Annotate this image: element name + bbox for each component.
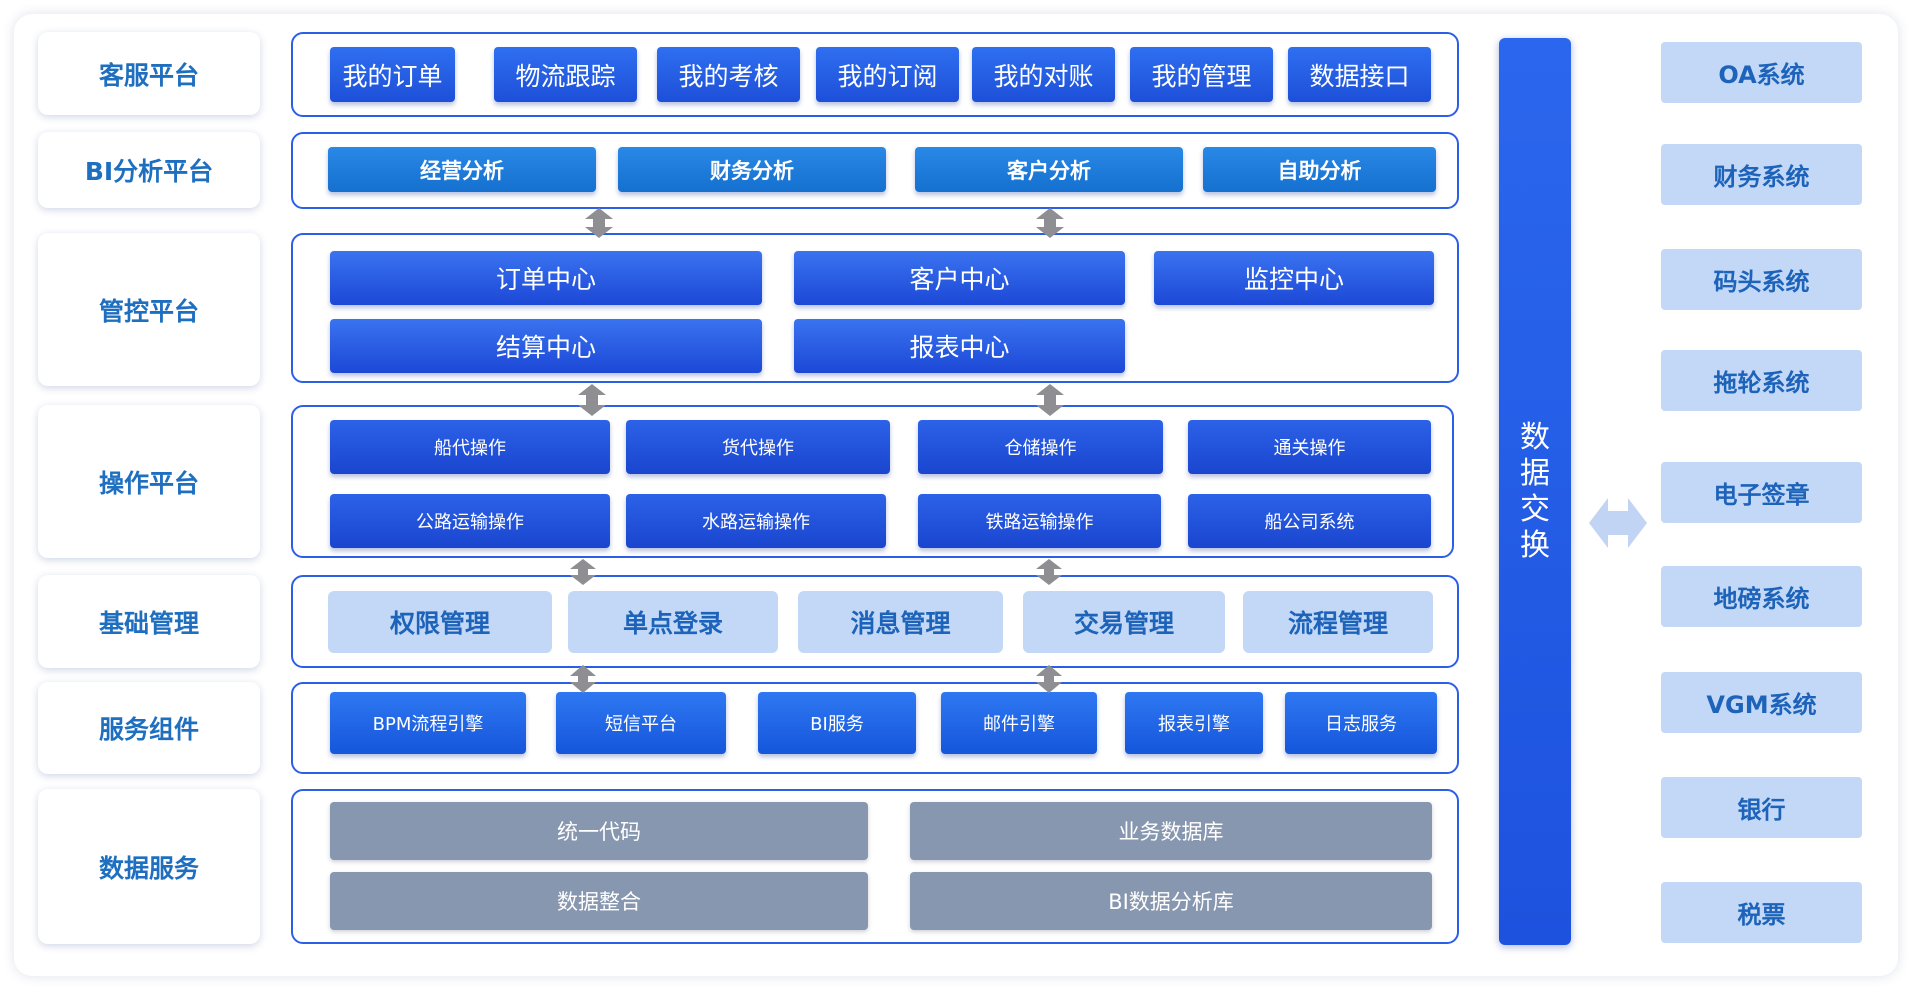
module-mail-engine[interactable]: 邮件引擎	[941, 692, 1097, 754]
module-customs-clearance-operation[interactable]: 通关操作	[1188, 420, 1431, 474]
module-warehousing-operation[interactable]: 仓储操作	[918, 420, 1163, 474]
module-railway-transport-operation[interactable]: 铁路运输操作	[918, 494, 1161, 548]
exchange-char: 据	[1520, 455, 1550, 491]
system-bank[interactable]: 银行	[1661, 777, 1862, 838]
module-report-center[interactable]: 报表中心	[794, 319, 1125, 373]
module-my-subscriptions[interactable]: 我的订阅	[816, 47, 959, 102]
system-vgm[interactable]: VGM系统	[1661, 672, 1862, 733]
module-process-management[interactable]: 流程管理	[1243, 591, 1433, 653]
module-business-database[interactable]: 业务数据库	[910, 802, 1432, 860]
module-permission-management[interactable]: 权限管理	[328, 591, 552, 653]
module-shipping-company-system[interactable]: 船公司系统	[1188, 494, 1431, 548]
module-bi-service[interactable]: BI服务	[758, 692, 916, 754]
module-single-sign-on[interactable]: 单点登录	[568, 591, 778, 653]
connector-arrow-icon	[1036, 208, 1064, 238]
connector-arrow-icon	[1036, 665, 1062, 693]
module-finance-analysis[interactable]: 财务分析	[618, 147, 886, 192]
bidirectional-arrow-icon	[1589, 498, 1647, 548]
module-monitoring-center[interactable]: 监控中心	[1154, 251, 1434, 305]
module-transaction-management[interactable]: 交易管理	[1023, 591, 1225, 653]
system-tax-invoice[interactable]: 税票	[1661, 882, 1862, 943]
module-freight-forwarding-operation[interactable]: 货代操作	[626, 420, 890, 474]
module-sms-platform[interactable]: 短信平台	[556, 692, 726, 754]
module-bpm-engine[interactable]: BPM流程引擎	[330, 692, 526, 754]
module-customer-center[interactable]: 客户中心	[794, 251, 1125, 305]
module-self-service-analysis[interactable]: 自助分析	[1203, 147, 1436, 192]
exchange-char: 交	[1520, 491, 1550, 527]
system-finance[interactable]: 财务系统	[1661, 144, 1862, 205]
module-report-engine[interactable]: 报表引擎	[1125, 692, 1263, 754]
system-terminal[interactable]: 码头系统	[1661, 249, 1862, 310]
label-data-services: 数据服务	[38, 789, 260, 944]
label-customer-service-platform: 客服平台	[38, 32, 260, 115]
module-log-service[interactable]: 日志服务	[1285, 692, 1437, 754]
module-operations-analysis[interactable]: 经营分析	[328, 147, 596, 192]
connector-arrow-icon	[570, 559, 596, 585]
module-waterway-transport-operation[interactable]: 水路运输操作	[626, 494, 886, 548]
module-message-management[interactable]: 消息管理	[798, 591, 1003, 653]
system-tugboat[interactable]: 拖轮系统	[1661, 350, 1862, 411]
connector-arrow-icon	[1036, 559, 1062, 585]
module-road-transport-operation[interactable]: 公路运输操作	[330, 494, 610, 548]
label-operation-platform: 操作平台	[38, 405, 260, 558]
exchange-char: 数	[1520, 419, 1550, 455]
module-my-orders[interactable]: 我的订单	[330, 47, 455, 102]
module-data-interface[interactable]: 数据接口	[1288, 47, 1431, 102]
label-bi-platform: BI分析平台	[38, 132, 260, 208]
data-exchange-bar: 数 据 交 换	[1499, 38, 1571, 945]
module-customer-analysis[interactable]: 客户分析	[915, 147, 1183, 192]
system-oa[interactable]: OA系统	[1661, 42, 1862, 103]
module-settlement-center[interactable]: 结算中心	[330, 319, 762, 373]
connector-arrow-icon	[585, 208, 613, 238]
label-base-management: 基础管理	[38, 575, 260, 668]
module-my-reconciliation[interactable]: 我的对账	[972, 47, 1115, 102]
exchange-char: 换	[1520, 527, 1550, 563]
label-control-platform: 管控平台	[38, 233, 260, 386]
module-bi-data-warehouse[interactable]: BI数据分析库	[910, 872, 1432, 930]
label-service-components: 服务组件	[38, 682, 260, 774]
module-order-center[interactable]: 订单中心	[330, 251, 762, 305]
system-weighbridge[interactable]: 地磅系统	[1661, 566, 1862, 627]
module-my-assessment[interactable]: 我的考核	[657, 47, 800, 102]
module-shipping-agency-operation[interactable]: 船代操作	[330, 420, 610, 474]
connector-arrow-icon	[578, 384, 606, 416]
module-unified-code[interactable]: 统一代码	[330, 802, 868, 860]
connector-arrow-icon	[570, 665, 596, 693]
system-e-signature[interactable]: 电子签章	[1661, 462, 1862, 523]
module-data-integration[interactable]: 数据整合	[330, 872, 868, 930]
module-logistics-tracking[interactable]: 物流跟踪	[494, 47, 637, 102]
module-my-management[interactable]: 我的管理	[1130, 47, 1273, 102]
connector-arrow-icon	[1036, 384, 1064, 416]
